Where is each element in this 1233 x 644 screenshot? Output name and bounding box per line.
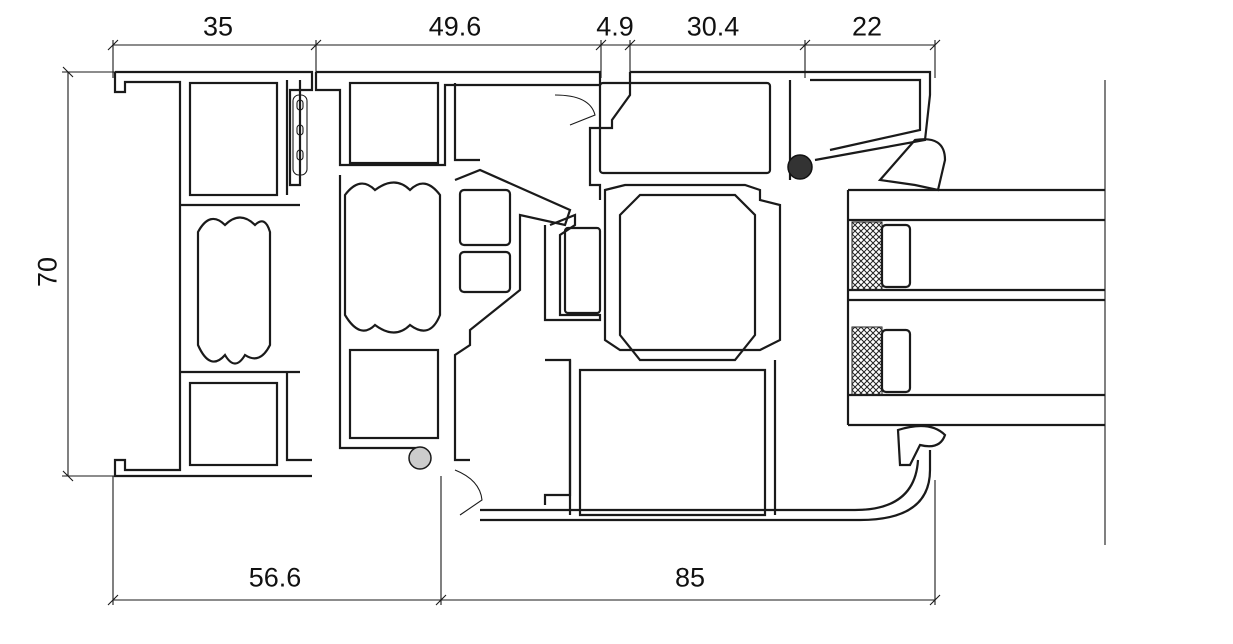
dimension-label-30-4: 30.4 xyxy=(686,11,740,42)
dimension-label-70: 70 xyxy=(32,256,63,288)
dimension-label-49-6: 49.6 xyxy=(428,11,482,42)
dimension-label-85: 85 xyxy=(674,562,706,593)
dimension-label-56-6: 56.6 xyxy=(248,562,302,593)
outer-frame-profile xyxy=(113,70,314,478)
sash-profile xyxy=(314,70,602,470)
dimension-label-35: 35 xyxy=(202,11,234,42)
main-frame-profile xyxy=(454,70,947,522)
dimension-label-4-9: 4.9 xyxy=(596,11,634,42)
dimension-lines xyxy=(62,39,1106,606)
dimension-label-22: 22 xyxy=(851,11,883,42)
glazing-panel xyxy=(846,188,1105,427)
